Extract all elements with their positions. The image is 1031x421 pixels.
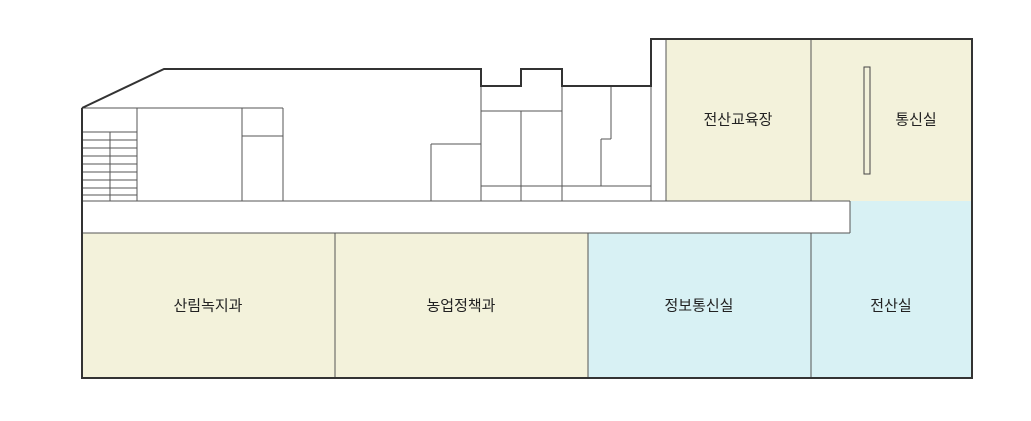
room-labels: 전산교육장 통신실 산림녹지과 농업정책과 정보통신실 전산실 xyxy=(173,111,936,315)
information-communications-room[interactable] xyxy=(588,233,811,378)
computer-room[interactable] xyxy=(811,201,972,378)
outer-walls xyxy=(81,38,973,379)
communications-room[interactable] xyxy=(811,39,972,201)
forestry-greenery-division[interactable] xyxy=(82,233,335,378)
label-computer-training-room: 전산교육장 xyxy=(703,111,772,129)
computer-training-room[interactable] xyxy=(666,39,811,201)
label-communications-room: 통신실 xyxy=(895,111,936,129)
label-agricultural-policy-division: 농업정책과 xyxy=(426,297,495,315)
interior-lines xyxy=(82,39,851,378)
room-fills xyxy=(82,39,972,378)
equipment-rack xyxy=(863,66,871,175)
label-information-communications-room: 정보통신실 xyxy=(664,297,733,315)
label-computer-room: 전산실 xyxy=(870,297,911,315)
agricultural-policy-division[interactable] xyxy=(335,233,588,378)
label-forestry-greenery-division: 산림녹지과 xyxy=(173,297,242,315)
